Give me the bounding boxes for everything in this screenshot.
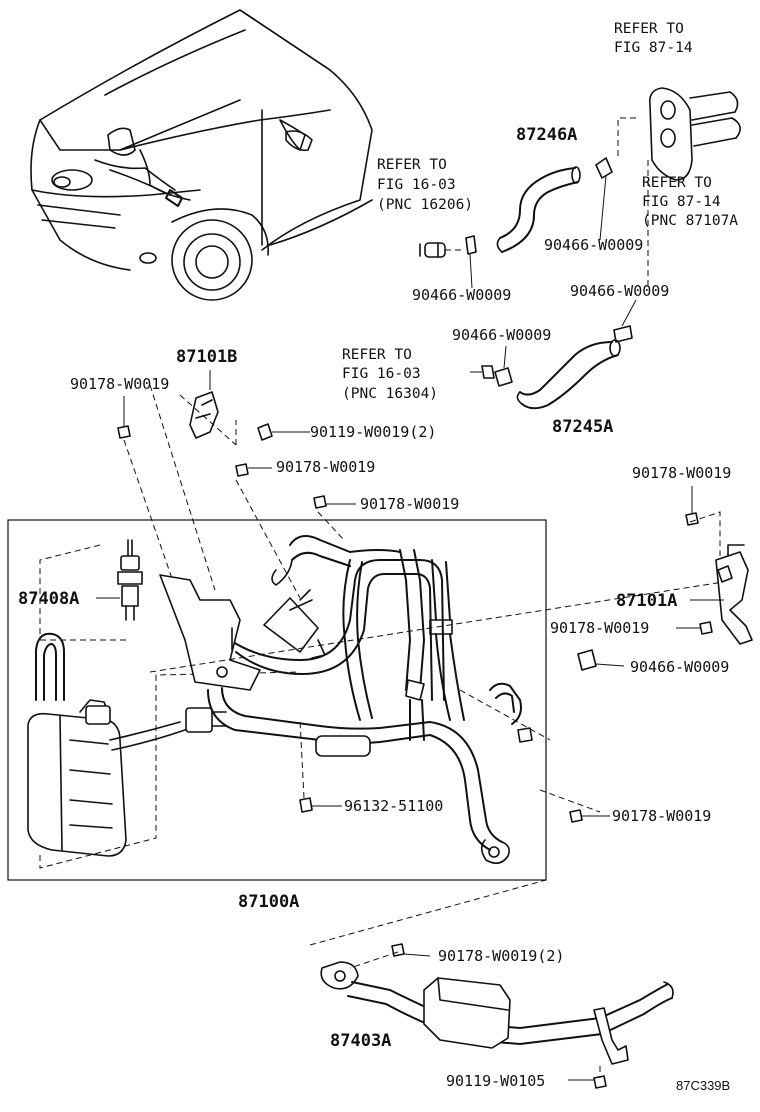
label-clamp: 96132-51100 [344, 797, 443, 815]
label-clip-side: 90466-W0009 [630, 658, 729, 676]
ref-note-2: REFER TO FIG 87-14 (PNC 87107A [642, 175, 738, 229]
svg-text:REFER TO: REFER TO [377, 157, 447, 173]
ref-note-3: REFER TO FIG 16-03 (PNC 16206) [377, 157, 473, 213]
label-nut-bottom: 90178-W0019(2) [438, 947, 564, 965]
svg-text:FIG 87-14: FIG 87-14 [614, 40, 693, 56]
heater-unit [27, 671, 301, 869]
svg-text:(PNC 87107A: (PNC 87107A [642, 213, 738, 229]
sensor-87408A [39, 539, 143, 641]
svg-text:(PNC 16206): (PNC 16206) [377, 197, 473, 213]
svg-text:REFER TO: REFER TO [342, 347, 412, 363]
svg-text:REFER TO: REFER TO [614, 21, 684, 37]
label-clip-mid-right: 90466-W0009 [570, 282, 669, 300]
label-87100A: 87100A [238, 892, 299, 912]
svg-text:REFER TO: REFER TO [642, 175, 712, 191]
svg-text:FIG 16-03: FIG 16-03 [342, 366, 421, 382]
label-87101B: 87101B [176, 347, 237, 367]
svg-text:FIG 87-14: FIG 87-14 [642, 194, 721, 210]
label-bolt-top: 90119-W0019(2) [310, 423, 436, 441]
svg-text:(PNC 16304): (PNC 16304) [342, 386, 438, 402]
label-nut-right-mid: 90178-W0019 [550, 619, 649, 637]
label-87408A: 87408A [18, 589, 79, 609]
label-nut-mid1: 90178-W0019 [276, 458, 375, 476]
label-87101A: 87101A [616, 591, 677, 611]
label-87245A: 87245A [552, 417, 613, 437]
heater-duct-adapter [617, 87, 741, 290]
svg-text:FIG 16-03: FIG 16-03 [377, 177, 456, 193]
water-hose-87246A [496, 157, 613, 253]
label-nut-left: 90178-W0019 [70, 375, 169, 393]
label-nut-mid2: 90178-W0019 [360, 495, 459, 513]
label-nut-right-top: 90178-W0019 [632, 464, 731, 482]
ref-note-1: REFER TO FIG 87-14 [614, 21, 693, 56]
bypass-hose [35, 632, 65, 701]
ref-note-4: REFER TO FIG 16-03 (PNC 16304) [342, 347, 438, 402]
label-clip-top-right: 90466-W0009 [544, 236, 643, 254]
heater-pipe-ref3 [419, 235, 477, 289]
bracket-87101A [539, 486, 753, 823]
diagram-code: 87C339B [676, 1078, 730, 1093]
label-clip-mid-left: 90466-W0009 [452, 326, 551, 344]
label-nut-right-low: 90178-W0019 [612, 807, 711, 825]
vehicle-illustration [30, 9, 373, 301]
label-87246A: 87246A [516, 125, 577, 145]
label-87403A: 87403A [330, 1031, 391, 1051]
exhaust-pipe-87403A [309, 879, 674, 1089]
label-bolt-bottom: 90119-W0105 [446, 1072, 545, 1090]
heater-pipe-harness [159, 535, 551, 864]
label-clip-top-left: 90466-W0009 [412, 286, 511, 304]
water-hose-87245A [470, 299, 637, 410]
assembly-box-87100A [7, 519, 547, 881]
bracket-87101B [117, 370, 356, 509]
